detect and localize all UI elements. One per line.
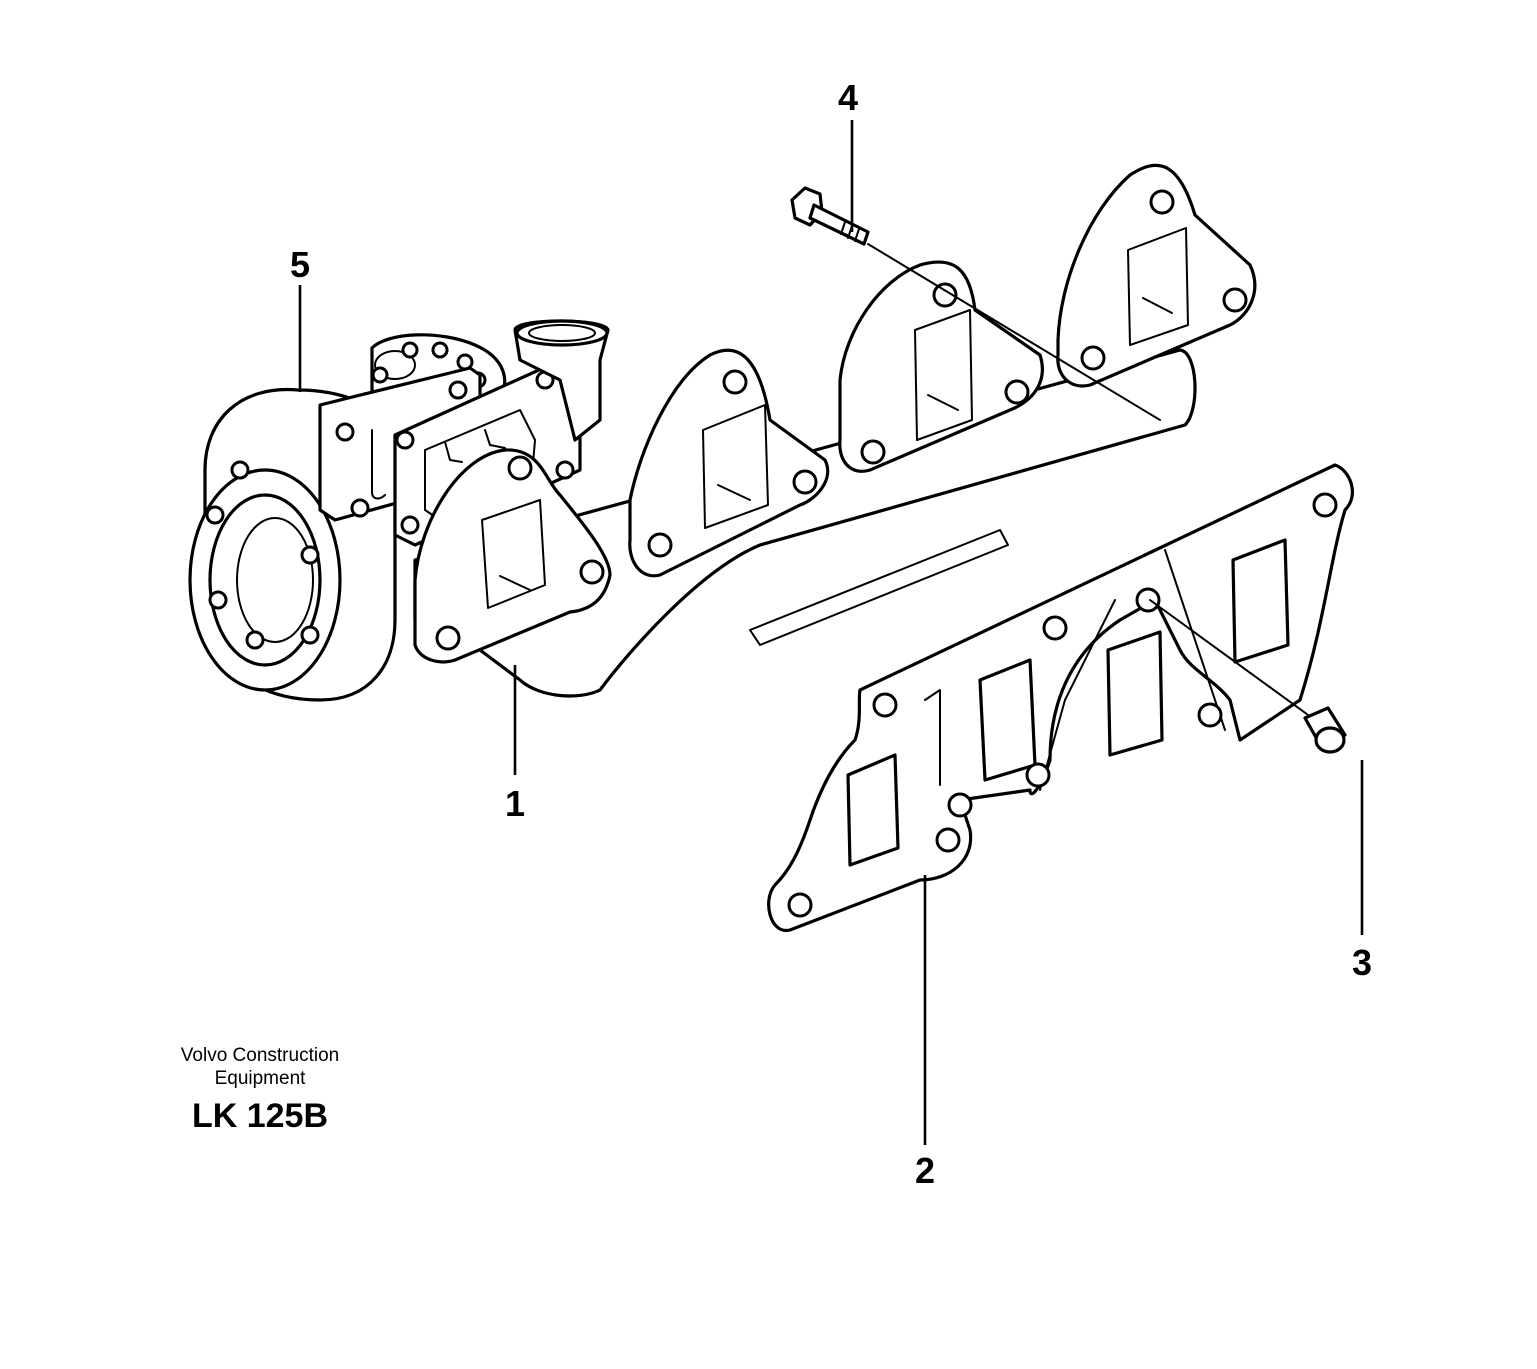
spacer-axis-line [1149, 599, 1316, 721]
bolt [790, 186, 870, 246]
bolt-axis-line [867, 243, 1161, 421]
exhaust-manifold [393, 163, 1257, 698]
brand-name-line2: Equipment [214, 1068, 306, 1089]
callout-4: 4 [838, 77, 858, 118]
spacer-sleeve [1303, 706, 1347, 754]
model-designation: LK 125B [191, 1097, 329, 1135]
callout-3: 3 [1352, 942, 1372, 983]
brand-name-line1: Volvo Construction [180, 1045, 340, 1066]
manifold-gasket [767, 463, 1354, 932]
callout-1: 1 [505, 783, 525, 824]
callout-2: 2 [915, 1150, 935, 1191]
callout-5: 5 [290, 244, 310, 285]
